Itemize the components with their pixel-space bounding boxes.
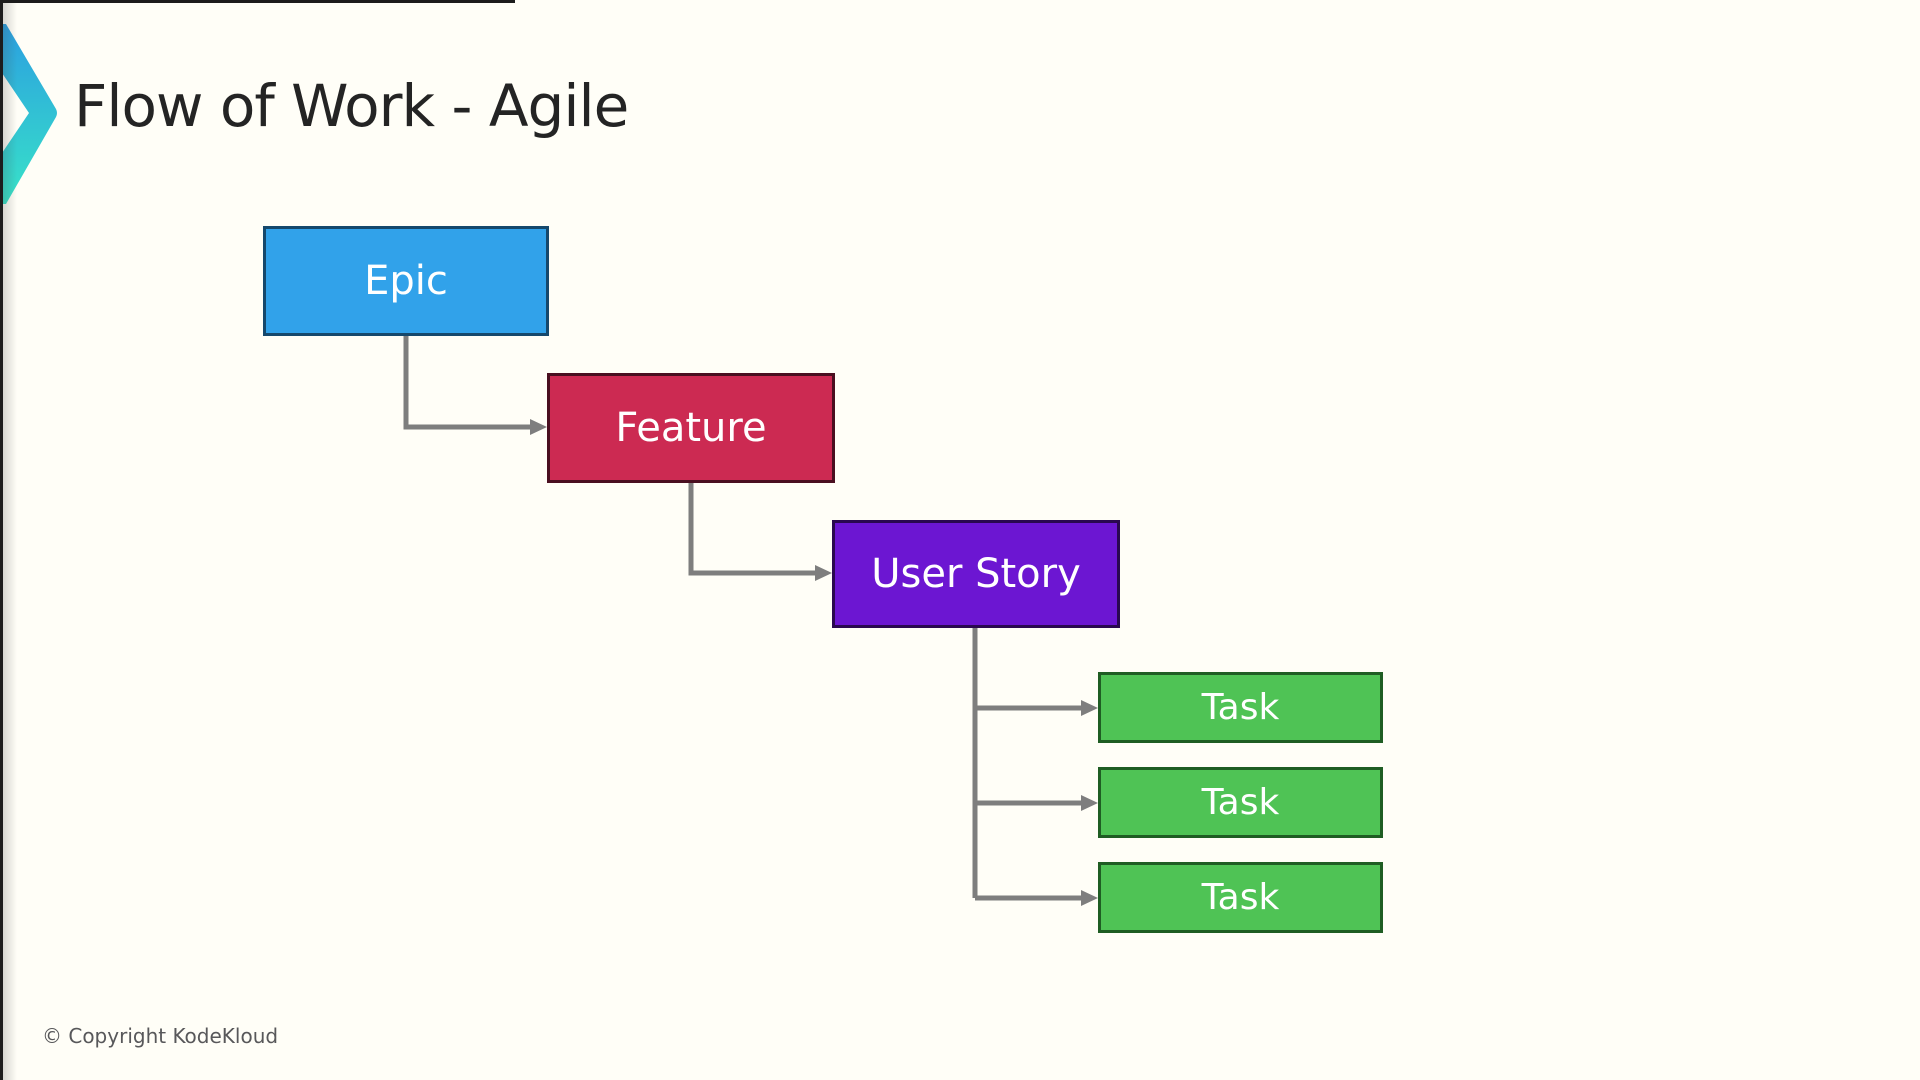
page-title: Flow of Work - Agile: [74, 72, 629, 140]
node-task-3-label: Task: [1201, 877, 1280, 918]
top-edge-artifact: [0, 0, 515, 3]
node-user-story-label: User Story: [871, 551, 1081, 597]
node-epic-label: Epic: [364, 258, 448, 304]
kodekloud-chevron-logo-icon: [0, 24, 57, 204]
node-task-2-label: Task: [1201, 782, 1280, 823]
edge-feature-userstory: [688, 483, 816, 576]
copyright-text: © Copyright KodeKloud: [42, 1024, 279, 1048]
node-task-3: Task: [1098, 862, 1383, 933]
node-epic: Epic: [263, 226, 549, 336]
node-user-story: User Story: [832, 520, 1120, 628]
arrowhead-task2: [1081, 795, 1098, 811]
node-task-1: Task: [1098, 672, 1383, 743]
arrowhead-epic-feature: [530, 419, 547, 435]
node-feature-label: Feature: [615, 405, 767, 451]
edge-epic-feature: [403, 336, 531, 430]
node-feature: Feature: [547, 373, 835, 483]
arrowhead-task3: [1081, 890, 1098, 906]
node-task-2: Task: [1098, 767, 1383, 838]
node-task-1-label: Task: [1201, 687, 1280, 728]
left-edge-shadow: [3, 0, 17, 1080]
arrowhead-task1: [1081, 700, 1098, 716]
arrowhead-feature-userstory: [815, 565, 832, 581]
left-edge-artifact: [0, 0, 3, 1080]
